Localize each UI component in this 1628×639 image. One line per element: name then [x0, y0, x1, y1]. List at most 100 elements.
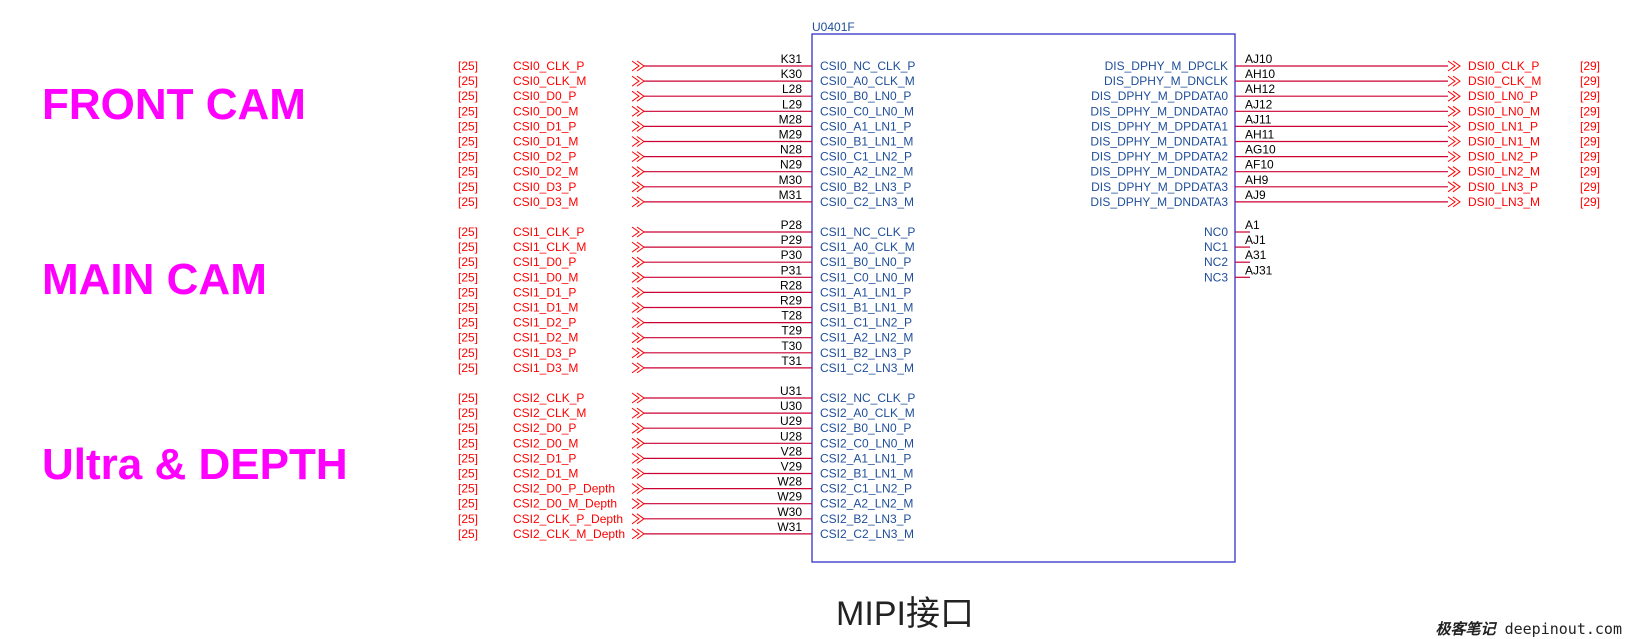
group-label-front-cam: FRONT CAM	[42, 80, 306, 129]
pin-pad-number: A1	[1245, 218, 1260, 232]
net-label: CSI2_CLK_M	[513, 406, 586, 420]
off-page-connector	[631, 60, 645, 72]
group-label-main-cam: MAIN CAM	[42, 255, 267, 304]
pin-pad-number: K30	[781, 67, 803, 81]
pin-pad-number: K31	[781, 52, 803, 66]
net-label: CSI2_D0_P	[513, 421, 576, 435]
net-sheet-ref: [25]	[458, 316, 478, 330]
off-page-connector	[631, 528, 645, 540]
net-label: CSI2_D1_P	[513, 451, 576, 465]
pin-pad-number: W29	[777, 490, 802, 504]
pin-name: DIS_DPHY_M_DPDATA0	[1091, 89, 1228, 103]
net-sheet-ref: [25]	[458, 421, 478, 435]
pin-name: CSI1_NC_CLK_P	[820, 225, 915, 239]
net-label: CSI1_D3_P	[513, 346, 576, 360]
net-sheet-ref: [29]	[1580, 119, 1600, 133]
pin-name: CSI0_NC_CLK_P	[820, 59, 915, 73]
chip-symbol-box	[811, 33, 1236, 563]
pin-name: CSI2_C1_LN2_P	[820, 482, 912, 496]
pin-pad-number: W28	[777, 475, 802, 489]
net-sheet-ref: [29]	[1580, 180, 1600, 194]
pin-name: CSI2_A0_CLK_M	[820, 406, 915, 420]
pin-pad-number: R28	[780, 278, 802, 292]
net-label: DSI0_LN2_P	[1468, 150, 1538, 164]
net-label: CSI1_D1_P	[513, 285, 576, 299]
off-page-connector	[631, 407, 645, 419]
net-label: DSI0_LN3_M	[1468, 195, 1540, 209]
net-sheet-ref: [25]	[458, 255, 478, 269]
net-sheet-ref: [29]	[1580, 165, 1600, 179]
net-sheet-ref: [25]	[458, 225, 478, 239]
net-label: CSI0_CLK_M	[513, 74, 586, 88]
pin-pad-number: M30	[779, 173, 803, 187]
pin-pad-number: U30	[780, 399, 802, 413]
off-page-connector	[631, 468, 645, 479]
net-sheet-ref: [25]	[458, 391, 478, 405]
net-label: CSI1_D3_M	[513, 361, 578, 375]
pin-pad-number: V29	[781, 460, 803, 474]
pin-pad-number: P30	[781, 248, 803, 262]
pin-name: DIS_DPHY_M_DPDATA3	[1091, 180, 1228, 194]
net-label: CSI0_D0_P	[513, 89, 576, 103]
net-sheet-ref: [25]	[458, 436, 478, 450]
net-label: CSI2_CLK_P_Depth	[513, 512, 623, 526]
watermark-logo-text: 极客笔记	[1435, 620, 1496, 638]
net-sheet-ref: [29]	[1580, 59, 1600, 73]
off-page-connector	[631, 120, 645, 132]
off-page-connector	[1447, 90, 1461, 102]
off-page-connector	[1447, 105, 1461, 117]
pin-name: CSI2_B1_LN1_M	[820, 467, 913, 481]
net-sheet-ref: [25]	[458, 165, 478, 179]
pin-pad-number: W30	[777, 505, 802, 519]
off-page-connector	[631, 422, 645, 434]
pin-name: CSI1_C1_LN2_P	[820, 316, 912, 330]
pin-pad-number: L29	[782, 97, 802, 111]
net-sheet-ref: [25]	[458, 361, 478, 375]
pin-pad-number: W31	[777, 520, 802, 534]
off-page-connector	[631, 166, 645, 178]
off-page-connector	[631, 317, 645, 329]
pin-name: NC2	[1204, 255, 1228, 269]
net-sheet-ref: [25]	[458, 451, 478, 465]
pin-name: CSI1_A1_LN1_P	[820, 285, 911, 299]
net-sheet-ref: [25]	[458, 331, 478, 345]
pin-pad-number: M29	[779, 128, 803, 142]
pin-pad-number: AG10	[1245, 143, 1276, 157]
pin-name: CSI1_C2_LN3_M	[820, 361, 914, 375]
net-label: CSI2_D1_M	[513, 467, 578, 481]
net-label: CSI0_D2_M	[513, 165, 578, 179]
pin-pad-number: AJ12	[1245, 97, 1273, 111]
pin-name: NC1	[1204, 240, 1228, 254]
chip-reference: U0401F	[812, 20, 855, 34]
pin-name: CSI0_B1_LN1_M	[820, 135, 913, 149]
pin-name: DIS_DPHY_M_DNDATA0	[1090, 104, 1228, 118]
pin-name: CSI1_B1_LN1_M	[820, 301, 913, 315]
net-label: CSI1_D2_M	[513, 331, 578, 345]
off-page-connector	[631, 151, 645, 163]
net-sheet-ref: [25]	[458, 346, 478, 360]
net-label: CSI0_D1_P	[513, 119, 576, 133]
pin-pad-number: AH10	[1245, 67, 1275, 81]
pin-pad-number: A31	[1245, 248, 1267, 262]
net-sheet-ref: [25]	[458, 180, 478, 194]
pin-name: DIS_DPHY_M_DNCLK	[1104, 74, 1228, 88]
off-page-connector	[631, 513, 645, 525]
off-page-connector	[631, 392, 645, 404]
off-page-connector	[631, 452, 645, 464]
net-label: CSI2_CLK_M_Depth	[513, 527, 625, 541]
net-sheet-ref: [29]	[1580, 89, 1600, 103]
pin-name: CSI0_A1_LN1_P	[820, 119, 911, 133]
watermark-url: deepinout.com	[1504, 620, 1622, 638]
net-sheet-ref: [25]	[458, 135, 478, 149]
off-page-connector	[631, 498, 645, 510]
net-sheet-ref: [25]	[458, 150, 478, 164]
pin-name: DIS_DPHY_M_DPCLK	[1105, 59, 1228, 73]
pin-pad-number: AJ1	[1245, 233, 1266, 247]
pin-pad-number: AJ9	[1245, 188, 1266, 202]
off-page-connector	[631, 286, 645, 298]
pin-pad-number: AH12	[1245, 82, 1275, 96]
pin-name: CSI0_B0_LN0_P	[820, 89, 911, 103]
net-label: DSI0_LN1_P	[1468, 119, 1538, 133]
pin-name: DIS_DPHY_M_DNDATA2	[1090, 165, 1228, 179]
